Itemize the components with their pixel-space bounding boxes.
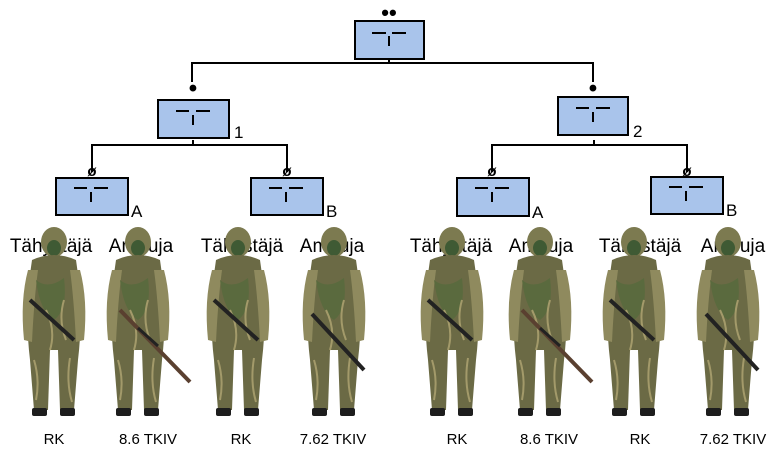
infantry-unit-symbol [475,187,509,202]
team-id: A [131,202,143,221]
team-id: B [326,202,337,221]
team-echelon: ø [282,163,292,180]
soldier-figures [21,226,761,417]
platoon-1: • 1 [157,75,243,142]
infantry-unit-symbol [372,32,406,46]
connector-lines [91,60,688,172]
weapon-label: RK [231,431,252,448]
platoon-echelon: • [589,75,597,102]
ghillie-sniper-figure [301,226,367,417]
ghillie-soldier-figure [601,226,667,417]
weapon-label: RK [447,431,468,448]
team-id: A [532,203,544,222]
weapon-label: RK [630,431,651,448]
team-echelon: ø [487,163,497,180]
weapon-label: 8.6 TKIV [520,431,578,448]
team-echelon: ø [87,163,97,180]
team-2A: ø A [456,163,544,222]
platoon-id: 1 [234,123,243,142]
ghillie-soldier-figure [205,226,271,417]
ghillie-sniper-figure [105,226,192,417]
infantry-unit-symbol [176,110,210,125]
weapon-label: 7.62 TKIV [700,431,766,448]
infantry-unit-symbol [576,107,610,122]
team-echelon: ø [682,163,692,180]
team-1B: ø B [250,163,337,221]
ghillie-soldier-figure [21,226,87,417]
weapon-label: 7.62 TKIV [300,431,366,448]
team-1A: ø A [55,163,143,221]
company-unit: •• [354,0,425,60]
weapon-label: 8.6 TKIV [119,431,177,448]
weapon-label: RK [44,431,65,448]
ghillie-sniper-figure [695,226,761,417]
ghillie-soldier-figure [419,226,485,417]
platoon-2: • 2 [557,75,642,141]
team-2B: ø B [650,163,737,220]
infantry-unit-symbol [669,186,703,201]
ghillie-sniper-figure [507,226,594,417]
team-id: B [726,201,737,220]
infantry-unit-symbol [74,187,108,202]
team-unit-box [55,177,129,216]
platoon-echelon: • [189,75,197,102]
infantry-unit-symbol [269,187,303,202]
platoon-id: 2 [633,122,642,141]
company-echelon: •• [381,0,396,25]
weapon-labels: RK 8.6 TKIV RK 7.62 TKIV RK 8.6 TKIV RK … [44,431,767,448]
role-labels: Tähystäjä Ampuja Tähystäjä Ampuja Tähyst… [10,236,766,257]
